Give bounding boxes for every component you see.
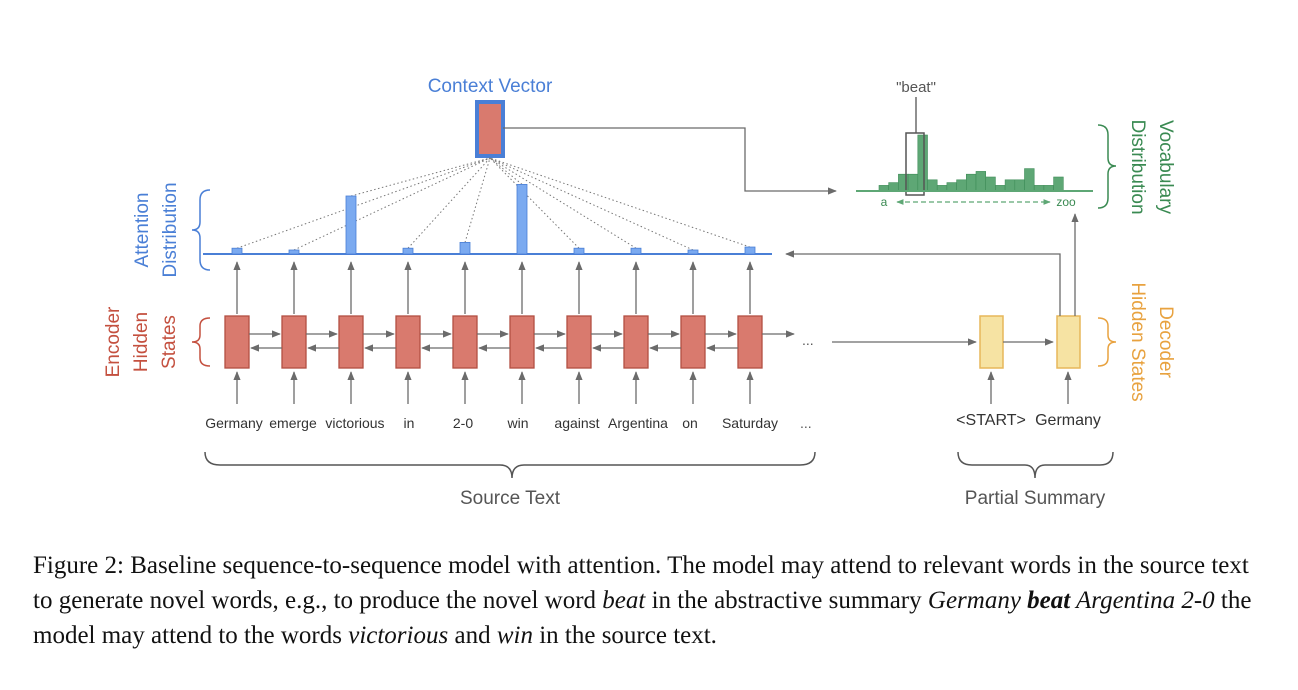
attention-connections [236, 157, 751, 251]
source-text-label: Source Text [460, 488, 561, 509]
vocab-bar [965, 173, 977, 192]
vocab-bar [907, 173, 919, 192]
figure-caption: Figure 2: Baseline sequence-to-sequence … [33, 552, 1252, 649]
attention-link [489, 157, 637, 249]
seq2seq-attention-diagram: Context Vector Germany emerge victorious in… [103, 76, 1176, 509]
source-word: in [404, 415, 415, 431]
attention-bar [744, 246, 756, 255]
beat-highlight-box [905, 132, 925, 196]
attention-bar [288, 249, 300, 255]
svg-text:Vocabulary: Vocabulary [1155, 120, 1176, 215]
svg-text:Decoder: Decoder [1155, 306, 1176, 378]
attention-bar [402, 247, 414, 255]
encoder-state [395, 315, 421, 369]
source-word: against [554, 415, 599, 431]
attention-bar [459, 241, 471, 255]
context-vector-box [475, 100, 505, 158]
vocab-bar [1004, 179, 1016, 192]
encoder-state [737, 315, 763, 369]
context-vector-label: Context Vector [428, 76, 553, 97]
vocab-bars [878, 134, 1064, 192]
source-word: Saturday [722, 415, 778, 431]
svg-text:Hidden: Hidden [131, 312, 152, 372]
vocab-bar [917, 134, 928, 192]
vocab-bar [1053, 176, 1064, 192]
source-words: Germany emerge victorious in 2-0 win against Ar… [205, 415, 778, 431]
encoder-state [680, 315, 706, 369]
encoder-ellipsis: ... [802, 332, 814, 348]
vocab-end-label: zoo [1056, 195, 1076, 209]
encoder-state [338, 315, 364, 369]
partial-summary-label: Partial Summary [965, 488, 1106, 509]
summary-word-germany: Germany [1035, 412, 1101, 429]
vocab-bar [946, 182, 957, 192]
source-word: Germany [205, 415, 263, 431]
decoder-state-1 [979, 315, 1004, 369]
svg-text:Distribution: Distribution [160, 182, 181, 277]
beat-label: "beat" [896, 79, 936, 96]
svg-text:Encoder: Encoder [103, 306, 124, 377]
attention-link [489, 157, 694, 251]
encoder-state [566, 315, 592, 369]
source-text-brace [204, 451, 816, 479]
source-word: Argentina [608, 415, 668, 431]
attention-bar [573, 247, 585, 255]
encoder-state [452, 315, 478, 369]
encoder-hidden-states-label: Encoder Hidden States [103, 306, 211, 377]
svg-text:Hidden States: Hidden States [1127, 282, 1148, 401]
attention-bar [687, 249, 699, 255]
attention-bar [345, 195, 357, 255]
vocab-bar [888, 182, 899, 192]
context-to-vocab-arrow [503, 127, 837, 195]
attention-link [407, 157, 491, 249]
encoder-states [224, 261, 795, 404]
decoder-hidden-states-label: Decoder Hidden States [1097, 282, 1176, 402]
decoder-to-attention-arrow [785, 250, 1061, 316]
source-ellipsis: ... [800, 415, 812, 431]
vocab-start-label: a [881, 195, 888, 209]
attention-link [489, 157, 751, 248]
summary-word-start: <START> [956, 412, 1026, 429]
vocab-bar [956, 179, 967, 192]
svg-text:Distribution: Distribution [1127, 119, 1148, 214]
attention-bar [231, 247, 243, 255]
vocabulary-distribution-label: Vocabulary Distribution [1097, 119, 1176, 215]
svg-text:States: States [159, 315, 180, 369]
encoder-state [224, 315, 250, 369]
vocab-bar [975, 171, 986, 192]
attention-link [464, 157, 491, 243]
attention-bar [630, 247, 642, 255]
partial-summary-brace [957, 451, 1114, 479]
attention-link [293, 157, 491, 251]
attention-link [350, 157, 491, 197]
attention-distribution-label: Attention Distribution [132, 182, 211, 278]
svg-text:Attention: Attention [132, 193, 153, 268]
source-word: 2-0 [453, 415, 473, 431]
source-word: win [506, 415, 528, 431]
vocab-bar [985, 176, 996, 192]
vocab-bar [927, 179, 938, 192]
encoder-state [623, 315, 649, 369]
encoder-state [281, 315, 307, 369]
attention-link [489, 157, 523, 185]
attention-bars [231, 183, 756, 255]
attention-link [236, 157, 491, 249]
attention-link [489, 157, 580, 249]
attention-bar [516, 183, 528, 255]
decoder-state-2 [1056, 315, 1081, 369]
source-word: victorious [325, 415, 384, 431]
source-word: on [682, 415, 698, 431]
vocab-bar [1014, 179, 1025, 192]
source-word: emerge [269, 415, 317, 431]
encoder-state [509, 315, 535, 369]
vocab-bar [1024, 168, 1035, 192]
